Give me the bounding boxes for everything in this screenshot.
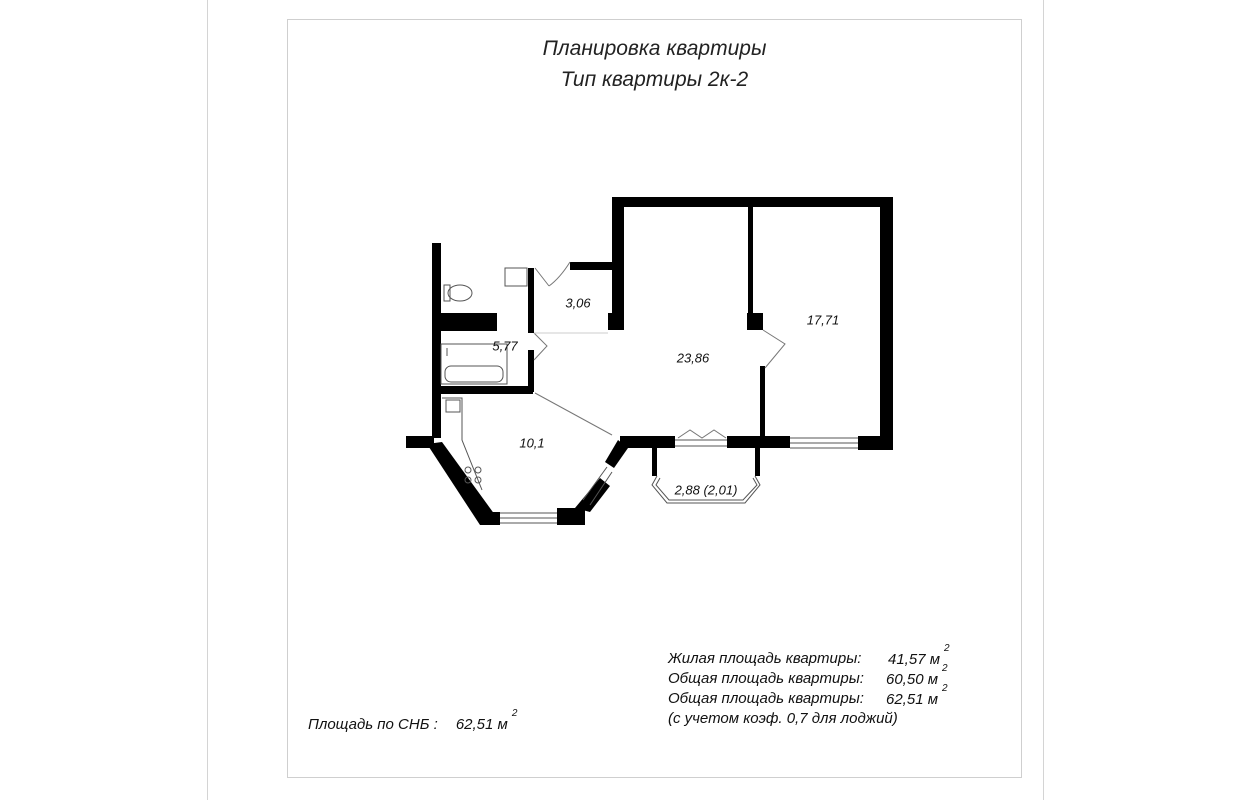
snb-value: 62,51 (455, 716, 494, 733)
wall-loggia-left (652, 448, 657, 476)
wall-partition (748, 203, 753, 318)
room-area-kitchen: 10,1 (519, 435, 545, 451)
area-unit: м (929, 651, 941, 668)
area-unit-power: 2 (942, 663, 948, 674)
area-unit-power: 2 (942, 683, 948, 694)
wall-bath-right-upper (528, 268, 534, 333)
snb-label: Площадь по СНБ : (308, 716, 438, 733)
snb-area: Площадь по СНБ : 62,51 м2 (308, 708, 517, 733)
living-area-label: Жилая площадь квартиры: (668, 650, 862, 667)
area-unit: м (927, 671, 939, 688)
door-kitchen-swing (534, 392, 613, 436)
bathtub-icon (440, 343, 508, 385)
wall-right-outer (880, 197, 893, 450)
pillar-right (747, 313, 763, 330)
toilet-icon (443, 284, 473, 302)
wall-top-left (612, 197, 624, 317)
wall-kitchen-bottom-right (557, 508, 585, 525)
wall-bath-right (528, 350, 534, 392)
wall-top (612, 197, 893, 207)
snb-unit: м (497, 716, 508, 733)
total-coef-area-value-group: 62,51 м2 (886, 683, 948, 708)
wall-bottom-living-b (727, 436, 790, 448)
total-coef-area-label: Общая площадь квартиры: (668, 690, 864, 707)
fixtures (440, 267, 528, 491)
door-hall-entry (534, 261, 571, 287)
wall-kitchen-bay-right (575, 478, 610, 512)
pillar-left (608, 313, 624, 330)
wall-bedroom-lower (760, 366, 765, 438)
wall-bath-bottom (436, 386, 533, 394)
living-area-value-group: 41,57 м2 (888, 643, 950, 668)
area-unit-power: 2 (944, 643, 950, 654)
door-bedroom (762, 329, 786, 369)
total-area-value: 60,50 (886, 671, 924, 688)
total-area-label: Общая площадь квартиры: (668, 670, 864, 687)
wall-bottom-living-a (620, 436, 675, 448)
wall-balcony-stub (406, 436, 434, 448)
wall-bath-top (441, 313, 497, 331)
kitchen-counter (442, 397, 483, 491)
door-bathroom (533, 332, 548, 361)
total-coef-area-value: 62,51 (886, 691, 924, 708)
wall-kitchen-bay-left (427, 442, 495, 525)
wall-hall-top (570, 262, 620, 270)
snb-unit-power: 2 (511, 708, 518, 719)
plan-title: Планировка квартиры (542, 37, 767, 60)
wall-left-bathroom (432, 243, 441, 438)
room-area-loggia: 2,88 (2,01) (674, 482, 738, 498)
living-area-value: 41,57 (888, 651, 926, 668)
total-area-value-group: 60,50 м2 (886, 663, 948, 688)
room-area-bedroom: 17,71 (806, 312, 840, 328)
wall-loggia-right (755, 448, 760, 476)
walls (406, 197, 893, 525)
plan-subtitle: Тип квартиры 2к-2 (560, 68, 749, 91)
door-balcony (677, 429, 727, 439)
page-edge-left (207, 0, 208, 800)
sink-icon (504, 267, 528, 287)
coef-note: (с учетом коэф. 0,7 для лоджий) (668, 710, 898, 727)
windows (500, 437, 858, 524)
doors (533, 261, 786, 439)
room-area-living: 23,86 (676, 350, 710, 366)
wall-kitchen-bottom-left (480, 512, 500, 525)
room-area-hall: 3,06 (565, 295, 591, 311)
room-area-bathroom: 5,77 (492, 338, 518, 354)
area-unit: м (927, 691, 939, 708)
page-edge-right (1043, 0, 1044, 800)
drawing-frame (287, 19, 1022, 778)
